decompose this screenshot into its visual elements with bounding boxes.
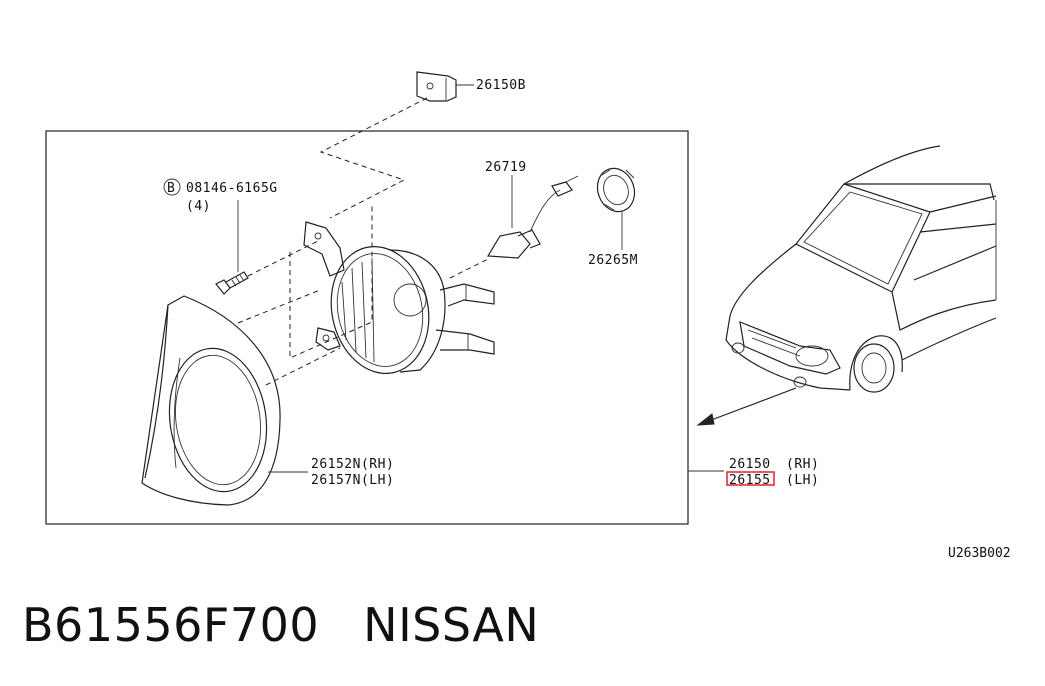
bulb [486, 175, 579, 259]
bulb-part-label: 26719 [485, 160, 527, 175]
clip-26150b [416, 71, 474, 102]
diagram-frame [45, 130, 689, 525]
clip-leader [319, 97, 428, 219]
part-number: B61556F700 [22, 598, 320, 652]
finisher-bezel [141, 295, 281, 506]
direction-arrow [696, 387, 797, 426]
fog-lamp [303, 221, 495, 374]
bulb-dash [449, 257, 491, 279]
footer: B61556F700 NISSAN [22, 598, 539, 652]
lamp-lh-side: (LH) [786, 473, 819, 488]
socket-part-label: 26265M [588, 253, 638, 268]
parts-diagram: 26150B B 08146-6165G (4) 26152N(RH) 2615… [45, 71, 997, 525]
finisher-lh-label: 26157N(LH) [311, 473, 394, 488]
vehicle [725, 145, 997, 393]
highlight-box [726, 471, 775, 486]
bolt-prefix: B [167, 181, 175, 196]
finisher-rh-label: 26152N(RH) [311, 457, 394, 472]
lamp-rh-side: (RH) [786, 457, 819, 472]
brand-name: NISSAN [363, 598, 540, 652]
bolt-dash [247, 239, 321, 277]
bolt-badge: B [163, 178, 181, 196]
socket [596, 167, 636, 213]
bolt [215, 271, 249, 295]
lamp-rh-num: 26150 [729, 457, 771, 472]
clip-part-label: 26150B [476, 78, 526, 93]
bolt-qty-label: (4) [186, 199, 211, 214]
bolt-part-label: 08146-6165G [186, 181, 278, 196]
bracket-dash [289, 205, 373, 359]
finisher-dash [237, 289, 341, 386]
reference-code: U263B002 [948, 546, 1011, 561]
